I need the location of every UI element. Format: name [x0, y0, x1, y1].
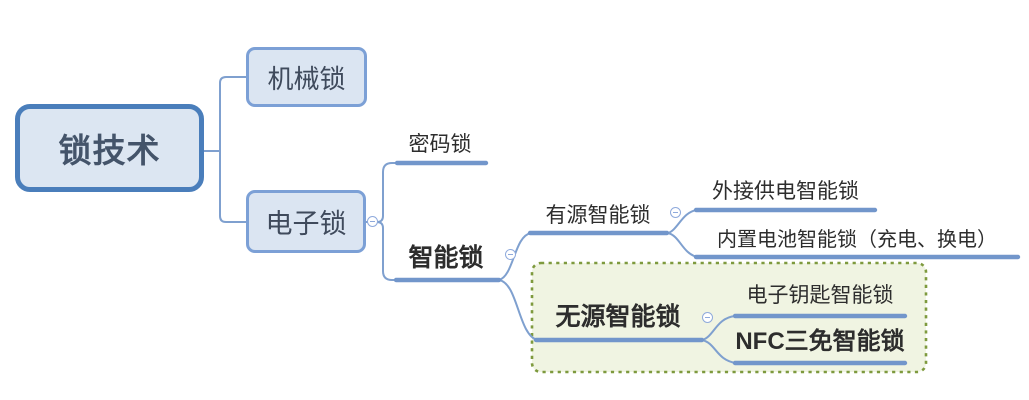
root-topic-label: 锁技术	[58, 132, 161, 169]
branch-connectors	[203, 76, 737, 364]
collapse-minus-icon-passive[interactable]	[702, 312, 713, 323]
topic-underlines	[393, 160, 1021, 366]
topic-external-power-smart-lock-label: 外接供电智能锁	[712, 180, 859, 203]
topic-active-smart-lock-label: 有源智能锁	[545, 204, 651, 227]
topic-mechanical-lock[interactable]: 机械锁	[246, 47, 367, 107]
topic-builtin-battery-smart-lock-label: 内置电池智能锁（充电、换电）	[717, 229, 997, 251]
topic-external-power-smart-lock[interactable]: 外接供电智能锁	[694, 173, 877, 205]
topic-password-lock[interactable]: 密码锁	[393, 128, 487, 158]
collapse-minus-icon-smart[interactable]	[505, 249, 516, 260]
topic-mechanical-lock-label: 机械锁	[267, 63, 346, 94]
topic-passive-smart-lock-label: 无源智能锁	[555, 303, 681, 331]
topic-electronic-key-smart-lock-label: 电子钥匙智能锁	[746, 284, 894, 307]
root-topic-lock-technology[interactable]: 锁技术	[15, 104, 204, 192]
topic-passive-smart-lock[interactable]: 无源智能锁	[532, 299, 704, 333]
topic-active-smart-lock[interactable]: 有源智能锁	[528, 199, 668, 229]
topic-electronic-lock[interactable]: 电子锁	[246, 190, 366, 253]
topic-smart-lock-label: 智能锁	[408, 244, 484, 272]
collapse-minus-icon-active[interactable]	[670, 207, 681, 218]
topic-nfc-three-free-smart-lock-label: NFC三免智能锁	[735, 328, 905, 355]
collapse-minus-icon-electronic[interactable]	[367, 216, 378, 227]
topic-electronic-key-smart-lock[interactable]: 电子钥匙智能锁	[734, 279, 906, 309]
topic-electronic-lock-label: 电子锁	[265, 209, 347, 239]
topic-password-lock-label: 密码锁	[408, 133, 472, 156]
topic-builtin-battery-smart-lock[interactable]: 内置电池智能锁（充电、换电）	[694, 221, 1020, 252]
topic-smart-lock[interactable]: 智能锁	[392, 240, 500, 274]
topic-nfc-three-free-smart-lock[interactable]: NFC三免智能锁	[734, 321, 906, 356]
